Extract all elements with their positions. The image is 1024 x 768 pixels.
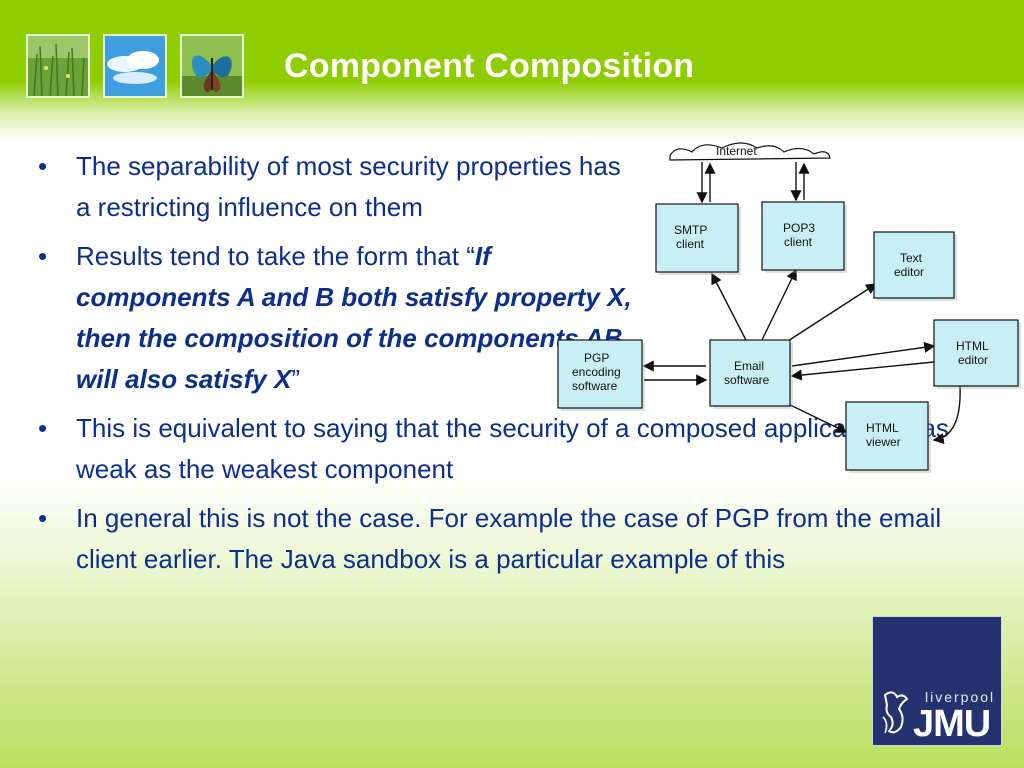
- bullet-prefix: Results tend to take the form that “: [76, 241, 475, 271]
- logo-line1: liverpool: [925, 689, 996, 705]
- grass-thumbnail: [26, 34, 90, 98]
- pop3-client-box: POP3 client: [761, 201, 847, 273]
- bullet-text: The separability of most security proper…: [76, 151, 621, 222]
- svg-text:viewer: viewer: [866, 435, 901, 449]
- bullet-item: • This is equivalent to saying that the …: [32, 408, 992, 490]
- svg-text:Text: Text: [900, 251, 923, 265]
- bullet-emphasis: If components A and B both satisfy prope…: [76, 241, 632, 394]
- header-band: [0, 0, 1024, 140]
- bullet-item: • The separability of most security prop…: [32, 146, 636, 228]
- email-architecture-diagram: Internet SMTP client POP3 client Text ed…: [557, 142, 1021, 473]
- svg-text:client: client: [784, 235, 813, 249]
- svg-text:encoding: encoding: [572, 365, 621, 379]
- bullet-dot-icon: •: [38, 503, 48, 533]
- bullet-text: This is equivalent to saying that the se…: [76, 413, 949, 484]
- bullet-dot-icon: •: [38, 413, 48, 443]
- pgp-encoding-box: PGP encoding software: [557, 339, 645, 411]
- text-editor-box: Text editor: [873, 231, 957, 301]
- svg-text:software: software: [724, 373, 770, 387]
- svg-text:Email: Email: [734, 359, 764, 373]
- svg-text:client: client: [676, 237, 705, 251]
- html-viewer-box: HTML viewer: [845, 401, 931, 473]
- svg-text:HTML: HTML: [956, 339, 989, 353]
- bullet-dot-icon: •: [38, 241, 48, 271]
- smtp-client-box: SMTP client: [655, 203, 741, 275]
- bullet-item: • In general this is not the case. For e…: [32, 498, 976, 580]
- bullet-suffix: ”: [291, 364, 300, 394]
- logo-line2: JMU: [913, 703, 991, 745]
- internet-label: Internet: [716, 144, 757, 158]
- email-software-box: Email software: [709, 339, 793, 409]
- liver-bird-icon: [882, 691, 909, 734]
- liverpool-jmu-logo: liverpool JMU: [872, 616, 1002, 746]
- svg-text:editor: editor: [958, 353, 988, 367]
- svg-text:PGP: PGP: [584, 351, 609, 365]
- sky-thumbnail: [103, 34, 167, 98]
- svg-text:editor: editor: [894, 265, 924, 279]
- bullet-item: • Results tend to take the form that “If…: [32, 236, 636, 400]
- html-editor-box: HTML editor: [933, 319, 1021, 389]
- bullet-text: In general this is not the case. For exa…: [76, 503, 942, 574]
- butterfly-thumbnail: [180, 34, 244, 98]
- svg-text:software: software: [572, 379, 618, 393]
- svg-text:HTML: HTML: [866, 421, 899, 435]
- internet-cloud: [669, 142, 831, 161]
- svg-text:POP3: POP3: [783, 221, 815, 235]
- bullet-list: • The separability of most security prop…: [32, 146, 992, 588]
- slide-title: Component Composition: [284, 47, 695, 85]
- bullet-dot-icon: •: [38, 151, 48, 181]
- svg-text:SMTP: SMTP: [674, 223, 707, 237]
